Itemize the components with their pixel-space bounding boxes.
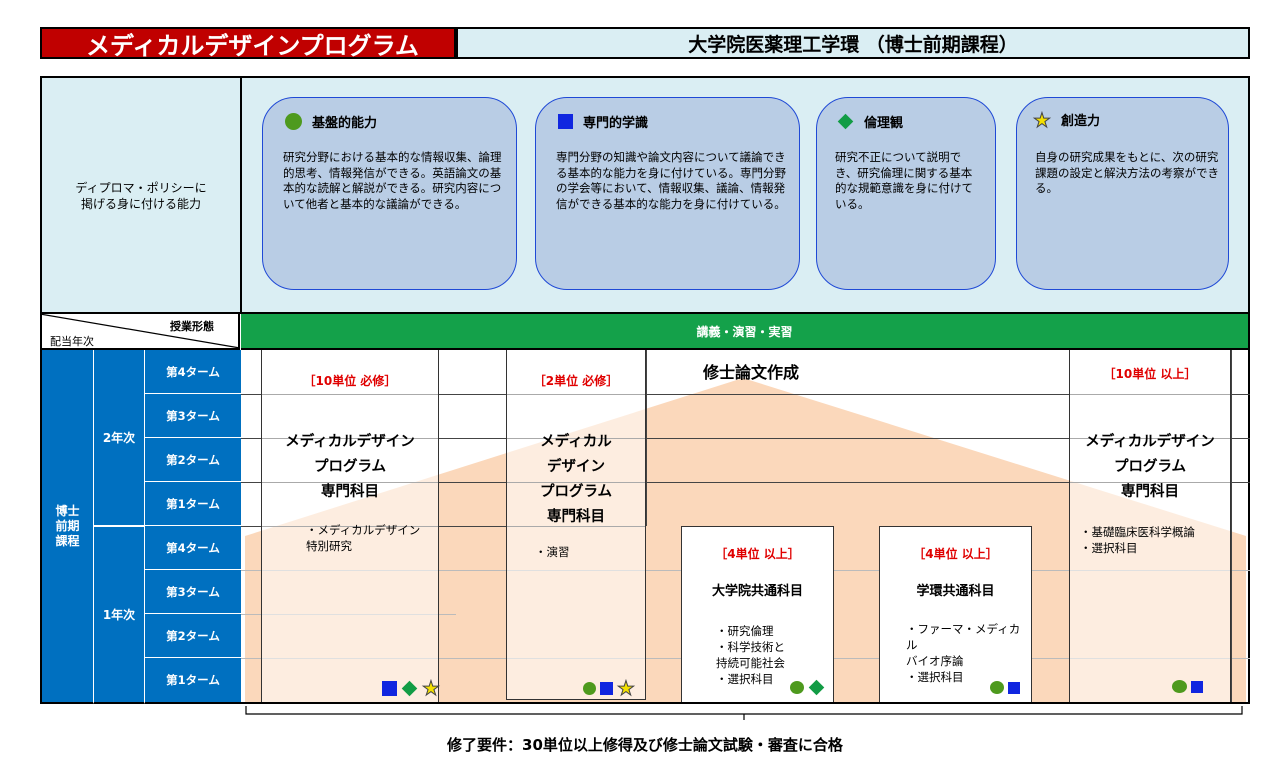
course-column-graduate-common: ［4単位 以上］ 大学院共通科目 ・研究倫理 ・科学技術と 持続可能社会 ・選択…: [681, 526, 834, 702]
course-items: ・基礎臨床医科学概論 ・選択科目: [1080, 525, 1195, 555]
card-title-text: 創造力: [1060, 114, 1100, 129]
term-cells: 第4ターム 第3ターム 第2ターム 第1ターム 第4ターム 第3ターム 第2ター…: [145, 350, 241, 702]
corner-diagonal: [40, 314, 240, 349]
grid-line: [241, 526, 646, 527]
green-circle-icon: [1172, 680, 1187, 693]
green-diamond-icon: [401, 680, 418, 696]
yellow-star-icon: ★: [1033, 107, 1052, 132]
grid-line: [241, 394, 1250, 395]
term-label: 第1ターム: [166, 673, 220, 687]
corner-bottom-label: 配当年次: [50, 335, 94, 348]
course-items: ・ファーマ・メディカル バイオ序論 ・選択科目: [906, 622, 1021, 684]
curriculum-grid: 修士論文作成 ［10単位 必修］ メディカルデザイン プログラム 専門科目 ・メ…: [241, 350, 1250, 704]
ability-marks: ★: [583, 676, 636, 700]
ability-marks: [1172, 680, 1203, 693]
column-title: 大学院共通科目: [711, 584, 803, 599]
credit-requirement: ［10単位 以上］: [1103, 367, 1197, 381]
course-column-exercise-required: ［2単位 必修］ メディカル デザイン プログラム 専門科目 ・演習 ★: [506, 350, 646, 700]
method-bar: 講義・演習・実習: [241, 314, 1250, 350]
column-title: メディカル デザイン プログラム 専門科目: [539, 434, 613, 525]
card-title: 基盤的能力: [285, 112, 377, 131]
credit-requirement: ［10単位 必修］: [303, 374, 397, 388]
ability-card-ethics: 倫理観 研究不正について説明でき、研究倫理に関する基本的な規範意識を身に付けてい…: [816, 97, 996, 290]
green-diamond-icon: [808, 679, 825, 696]
green-circle-icon: [583, 681, 596, 695]
course-column-specialty-elective: ［10単位 以上］ メディカルデザイン プログラム 専門科目 ・基礎臨床医科学概…: [1069, 350, 1231, 702]
blue-square-icon: [1191, 680, 1203, 693]
card-body: 研究分野における基本的な情報収集、論理的思考、情報発信ができる。英語論文の基本的…: [283, 150, 502, 211]
term-label: 第2ターム: [166, 628, 220, 643]
course-items: ・メディカルデザイン 特別研究: [306, 523, 421, 553]
card-body: 自身の研究成果をもとに、次の研究課題の設定と解決方法の考察ができる。: [1035, 150, 1219, 195]
ability-marks: [790, 679, 825, 696]
corner-top-label: 授業形態: [170, 320, 214, 333]
card-body: 専門分野の知識や論文内容について議論できる基本的な能力を身に付けている。専門分野…: [556, 150, 786, 211]
course-label: 博士 前期 課程: [55, 503, 80, 548]
term-label: 第2ターム: [166, 452, 220, 467]
course-column-specialty-required: ［10単位 必修］ メディカルデザイン プログラム 専門科目 ・メディカルデザイ…: [261, 350, 441, 702]
blue-square-icon: [600, 681, 613, 695]
green-diamond-icon: [837, 113, 854, 130]
blue-square-icon: [558, 114, 573, 129]
green-circle-icon: [790, 681, 804, 694]
course-items: ・研究倫理 ・科学技術と 持続可能社会 ・選択科目: [716, 624, 785, 686]
course-cell: 博士 前期 課程: [40, 350, 94, 704]
term-label: 第4ターム: [166, 364, 220, 379]
green-circle-icon: [285, 113, 302, 130]
card-title: ★ 創造力: [1033, 107, 1100, 132]
yellow-star-icon: ★: [422, 676, 441, 700]
grid-line: [241, 438, 1250, 439]
school-title: 大学院医薬理工学環 （博士前期課程）: [456, 27, 1250, 59]
term-label: 第4ターム: [166, 540, 220, 555]
column-title: メディカルデザイン プログラム 専門科目: [1085, 434, 1215, 500]
yellow-star-icon: ★: [617, 676, 636, 700]
year1-label: 1年次: [102, 608, 136, 622]
card-title: 倫理観: [837, 112, 903, 131]
term-cell: 第4ターム: [145, 350, 241, 394]
year2-label: 2年次: [102, 431, 136, 445]
card-title-text: 倫理観: [864, 116, 904, 131]
blue-square-icon: [1008, 681, 1020, 694]
year2-cell: 2年次: [94, 350, 145, 526]
grid-line: [646, 350, 647, 526]
credit-requirement: ［4単位 以上］: [913, 547, 998, 561]
corner-cell: 授業形態 配当年次: [40, 314, 240, 350]
blue-square-icon: [382, 680, 397, 696]
course-column-program-common: ［4単位 以上］ 学環共通科目 ・ファーマ・メディカル バイオ序論 ・選択科目: [879, 526, 1032, 702]
completion-bracket: [245, 706, 1243, 720]
divider: [240, 76, 242, 314]
year1-cell: 1年次: [94, 527, 145, 704]
column-title: 学環共通科目: [916, 584, 995, 599]
term-label: 第3ターム: [166, 408, 220, 423]
card-body: 研究不正について説明でき、研究倫理に関する基本的な規範意識を身に付けている。: [835, 150, 973, 211]
column-title: メディカルデザイン プログラム 専門科目: [285, 434, 415, 500]
grid-line: [241, 482, 1250, 483]
term-label: 第1ターム: [166, 496, 220, 511]
term-cell: 第1ターム: [145, 482, 241, 526]
term-cell: 第4ターム: [145, 526, 241, 570]
thesis-label: 修士論文作成: [702, 363, 799, 382]
grid-line: [1231, 350, 1232, 702]
term-label: 第3ターム: [166, 584, 220, 599]
card-title-text: 専門的学識: [583, 116, 649, 131]
card-title-text: 基盤的能力: [312, 116, 378, 131]
term-cell: 第2ターム: [145, 438, 241, 482]
green-circle-icon: [990, 681, 1004, 694]
credit-requirement: ［2単位 必修］: [533, 374, 619, 388]
term-cell: 第2ターム: [145, 614, 241, 658]
program-title: メディカルデザインプログラム: [40, 27, 456, 60]
ability-marks: ★: [382, 676, 441, 700]
ability-marks: [990, 681, 1020, 694]
term-cell: 第3ターム: [145, 570, 241, 614]
diploma-label: ディプロマ・ポリシーに 掲げる身に付ける能力: [75, 181, 207, 211]
ability-card-creativity: ★ 創造力 自身の研究成果をもとに、次の研究課題の設定と解決方法の考察ができる。: [1016, 97, 1229, 290]
credit-requirement: ［4単位 以上］: [715, 547, 800, 561]
card-title: 専門的学識: [558, 112, 648, 131]
ability-card-expertise: 専門的学識 専門分野の知識や論文内容について議論できる基本的な能力を身に付けてい…: [535, 97, 800, 290]
term-cell: 第3ターム: [145, 394, 241, 438]
course-items: ・演習: [535, 545, 570, 559]
ability-card-basic: 基盤的能力 研究分野における基本的な情報収集、論理的思考、情報発信ができる。英語…: [262, 97, 517, 290]
completion-requirement: 修了要件：30単位以上修得及び修士論文試験・審査に合格: [447, 736, 843, 754]
term-cell: 第1ターム: [145, 658, 241, 702]
